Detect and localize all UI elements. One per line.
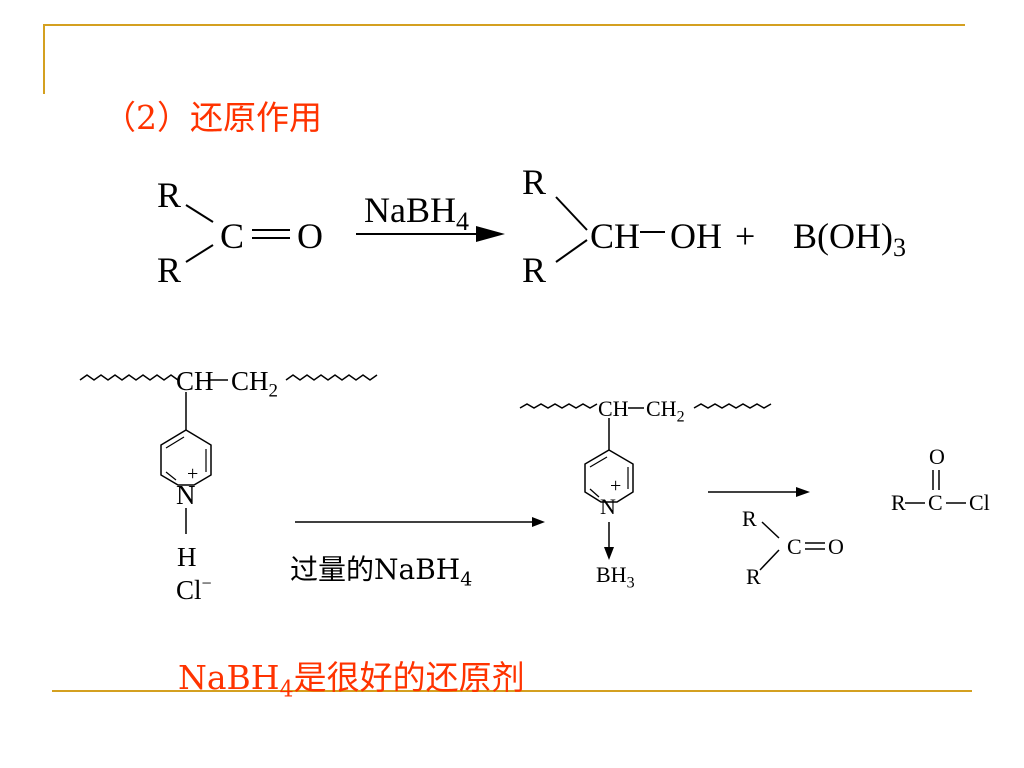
- r2-borane: BH3: [596, 564, 635, 591]
- r1-oh: OH: [670, 216, 722, 256]
- slide-title: （2）还原作用: [103, 98, 322, 137]
- r2-product-charge: +: [610, 475, 622, 497]
- ketone-r-bottom: R: [746, 564, 761, 589]
- r1-reagent-sub: 4: [456, 207, 469, 237]
- r2-borane-sub: 3: [626, 574, 635, 592]
- r2-nitrogen: N: [176, 480, 196, 510]
- r2-chloride-main: Cl: [176, 575, 202, 605]
- ketone-oxygen: O: [828, 534, 844, 559]
- acyl-carbon: C: [928, 490, 943, 515]
- r2-ch: CH: [176, 366, 214, 396]
- r2-reagent-main: 过量的NaBH: [290, 553, 461, 586]
- r2-product-ch2: CH2: [646, 398, 685, 425]
- r1-oxygen: O: [297, 216, 323, 256]
- r2-ch2-main: CH: [231, 366, 269, 396]
- r2-ch2: CH2: [231, 366, 279, 402]
- ketone-carbon: C: [787, 534, 802, 559]
- r1-ch: CH: [590, 216, 641, 256]
- r2-chloride: Cl−: [176, 574, 212, 604]
- bottom-rule: [52, 690, 972, 692]
- acyl-chlorine: Cl: [969, 490, 990, 515]
- r2-product-ch2-main: CH: [646, 396, 677, 421]
- r1-r-top: R: [157, 175, 182, 215]
- r2-hydrogen: H: [177, 542, 197, 572]
- top-rule: [43, 24, 965, 26]
- ketone-r-top: R: [742, 506, 757, 531]
- r1-product-r-bottom: R: [522, 250, 547, 290]
- r1-boric-main: B(OH): [793, 216, 893, 256]
- r1-carbon: C: [220, 216, 245, 256]
- r2-borane-main: BH: [596, 562, 627, 587]
- r1-product-r-top: R: [522, 162, 547, 202]
- r2-product-ch: CH: [598, 396, 629, 421]
- acyl-oxygen: O: [929, 444, 945, 469]
- r1-boric-sub: 3: [892, 233, 906, 263]
- r2-ch2-sub: 2: [268, 380, 279, 402]
- r1-r-bottom: R: [157, 250, 182, 290]
- conclusion-formula: NaBH: [178, 658, 280, 697]
- r1-plus: +: [735, 216, 756, 256]
- r2-reagent: 过量的NaBH4: [290, 556, 472, 590]
- r1-reagent-main: NaBH: [364, 190, 456, 230]
- left-rule: [43, 24, 45, 94]
- acyl-r: R: [891, 490, 906, 515]
- r1-boric-acid: B(OH)3: [793, 218, 906, 261]
- r2-reagent-sub: 4: [460, 568, 473, 591]
- conclusion-text: 是很好的还原剂: [293, 658, 525, 697]
- r2-chloride-charge: −: [201, 573, 212, 593]
- conclusion: NaBH4是很好的还原剂: [178, 661, 525, 702]
- r2-product-ch2-sub: 2: [676, 408, 685, 426]
- r1-reagent: NaBH4: [364, 192, 469, 235]
- r2-charge: +: [187, 463, 199, 485]
- conclusion-formula-sub: 4: [279, 677, 294, 703]
- r2-product-nitrogen: N: [600, 494, 616, 519]
